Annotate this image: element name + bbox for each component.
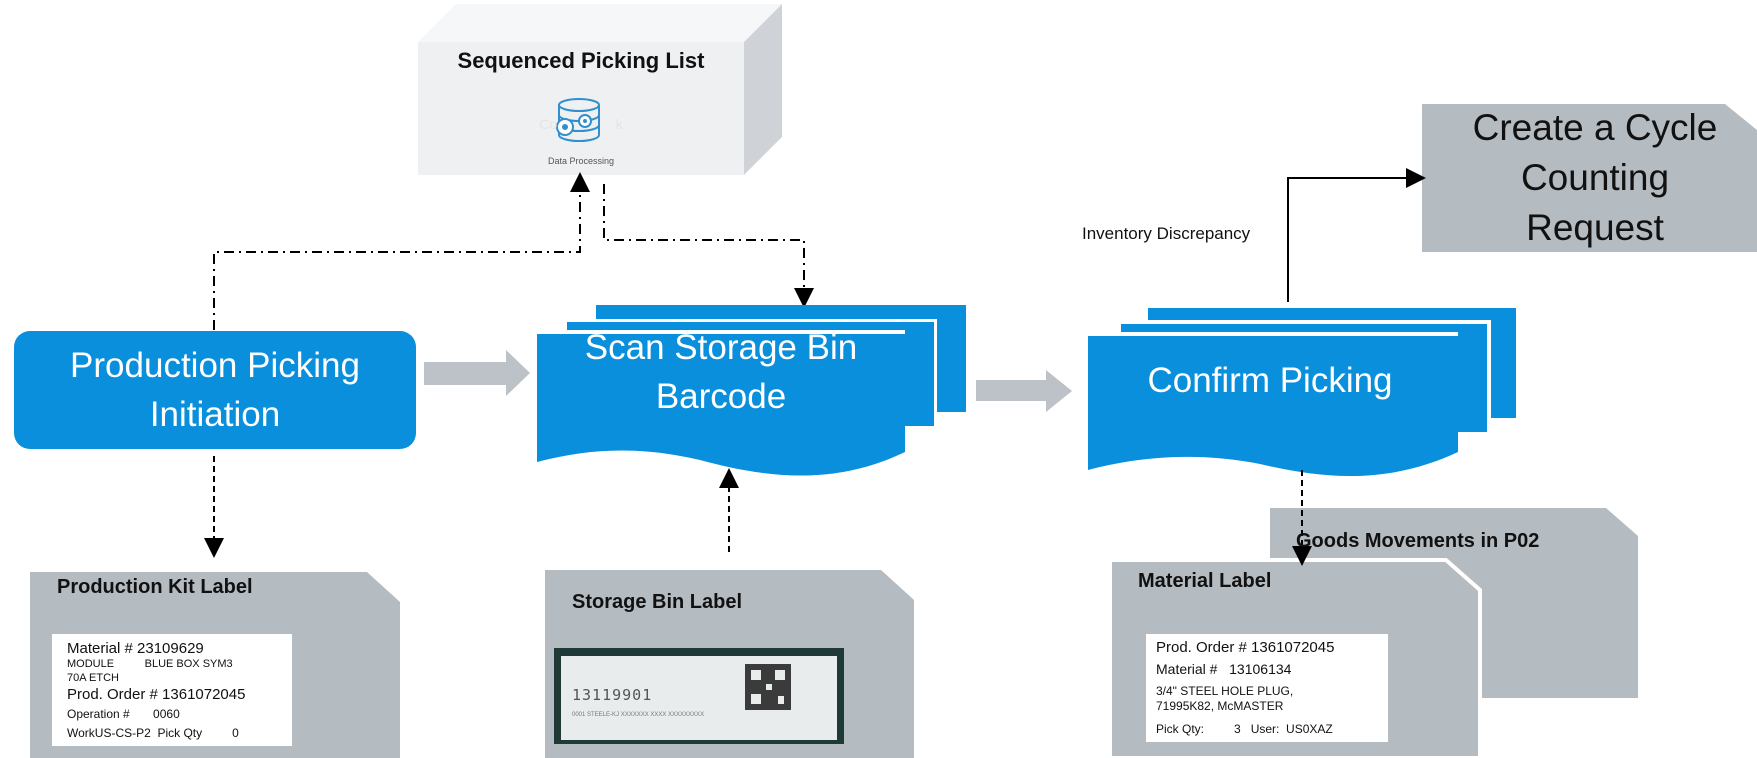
production-kit-title: Production Kit Label (57, 576, 253, 598)
flow-arrow-2 (976, 370, 1072, 412)
confirm-picking-multidoc (1082, 308, 1516, 477)
database-gear-icon (556, 98, 600, 142)
storage-bin-title: Storage Bin Label (572, 591, 743, 613)
kit-work-line: WorkUS-CS-P2 Pick Qty 0 (67, 726, 239, 740)
goods-movements-title: Goods Movements in P02 (1296, 530, 1540, 552)
production-picking-label: Production Picking Initiation (70, 346, 360, 434)
material-pick-line: Pick Qty: 3 User: US0XAZ (1156, 722, 1333, 736)
production-picking-box (14, 331, 416, 449)
confirm-picking-label: Confirm Picking (1147, 360, 1393, 400)
kit-desc2-line: 70A ETCH (67, 672, 119, 684)
storage-bin-small-text: 0001 STEELE-KJ XXXXXXX XXXX XXXXXXXXX (572, 712, 705, 718)
storage-bin-photo (554, 648, 844, 744)
material-label-title: Material Label (1138, 570, 1272, 592)
kit-operation-line: Operation # 0060 (67, 707, 180, 721)
kit-desc1-line: MODULE BLUE BOX SYM3 (67, 658, 233, 670)
kit-prod-order-line: Prod. Order # 1361072045 (67, 686, 246, 703)
storage-bin-barcode-number: 13119901 (572, 686, 653, 704)
material-number-line: Material # 13106134 (1156, 661, 1292, 677)
material-desc1-line: 3/4" STEEL HOLE PLUG, (1156, 684, 1294, 698)
scan-storage-multidoc (531, 305, 966, 476)
cycle-counting-card (1422, 104, 1757, 252)
picking-list-icon-caption: Data Processing (547, 156, 615, 166)
material-label-doc: Prod. Order # 1361072045 Material # 1310… (1146, 634, 1388, 742)
scan-storage-label: Scan Storage Bin Barcode (584, 328, 858, 416)
discrepancy-connector (1287, 168, 1426, 302)
picking-list-faded-text: Co k (539, 116, 623, 132)
flow-arrow-1 (424, 350, 530, 396)
material-desc2-line: 71995K82, McMASTER (1156, 699, 1284, 713)
cycle-counting-label: Create a Cycle Counting Request (1472, 107, 1718, 248)
kit-material-line: Material # 23109629 (67, 640, 204, 657)
picking-list-box (418, 4, 782, 175)
production-kit-label-doc: Material # 23109629 MODULE BLUE BOX SYM3… (52, 634, 292, 746)
material-prod-order-line: Prod. Order # 1361072045 (1156, 639, 1335, 656)
picking-list-title: Sequenced Picking List (457, 48, 705, 73)
picking-list-connectors (213, 172, 814, 330)
inventory-discrepancy-label: Inventory Discrepancy (1082, 224, 1251, 243)
